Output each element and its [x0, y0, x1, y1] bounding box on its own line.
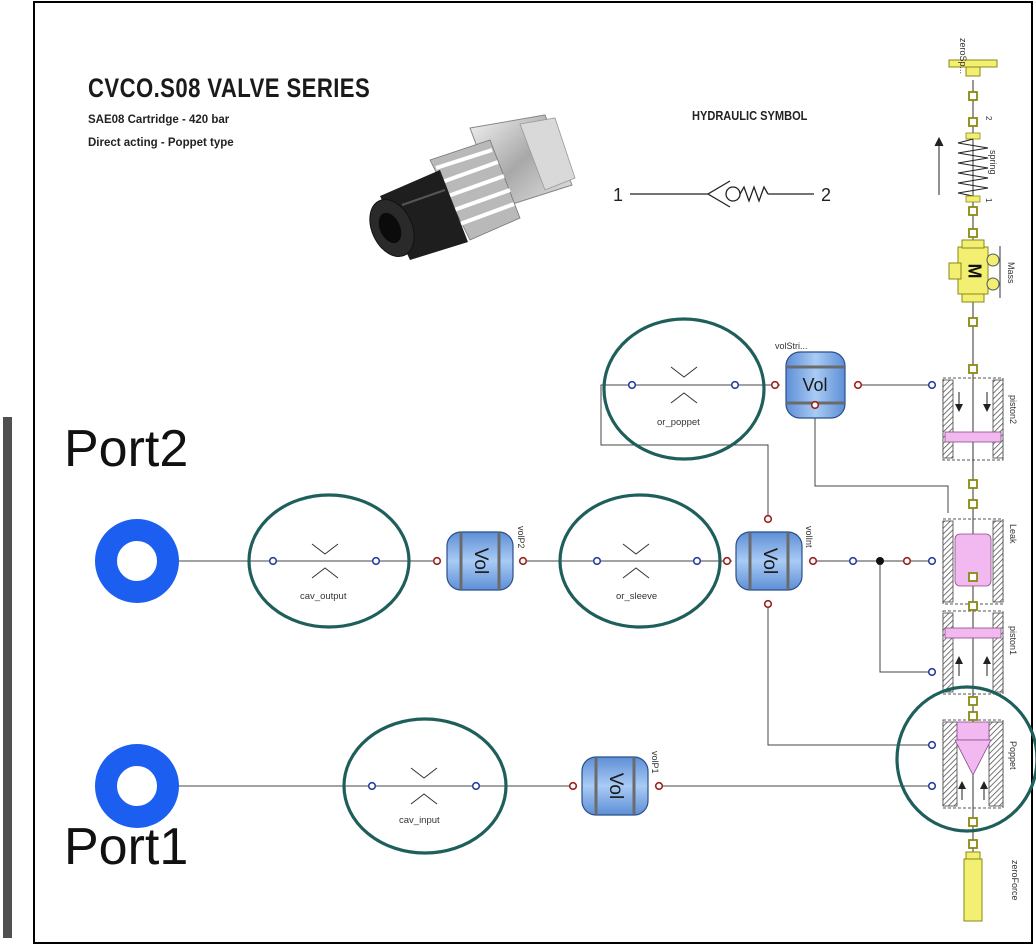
- mass-component[interactable]: M: [948, 239, 1001, 303]
- leak-component[interactable]: [942, 518, 1004, 605]
- port2-label: Port2: [64, 420, 189, 478]
- volume-volInt[interactable]: Vol: [735, 531, 803, 591]
- poppet-component[interactable]: [942, 719, 1004, 809]
- ring-or-sleeve: [558, 493, 722, 629]
- orifice-or-poppet[interactable]: [632, 366, 735, 404]
- label-poppet: Poppet: [1008, 741, 1018, 770]
- zero-speed-source[interactable]: [948, 59, 998, 77]
- label-zero-force: zeroForce: [1010, 860, 1020, 901]
- left-edge-bar: [3, 417, 12, 938]
- volume-label-volP1: volP1: [650, 751, 660, 774]
- ring-or-poppet: [602, 317, 766, 461]
- signal-ports: [268, 380, 937, 791]
- hydraulic-lines: [176, 80, 974, 880]
- hydraulic-symbol-heading: HYDRAULIC SYMBOL: [692, 108, 808, 123]
- volume-volP1[interactable]: Vol: [581, 756, 649, 816]
- junction-node: [876, 557, 884, 565]
- label-zero-speed: zeroSp...: [958, 38, 968, 74]
- spring-port-2: 2: [984, 116, 993, 121]
- volume-label-volP2: volP2: [516, 526, 526, 549]
- piston2-component[interactable]: [942, 377, 1004, 461]
- symbol-port-2: 2: [821, 185, 831, 205]
- port2-symbol[interactable]: [95, 519, 179, 603]
- diagram-title: CVCO.S08 VALVE SERIES: [88, 73, 371, 103]
- volume-volStri[interactable]: Vol: [785, 351, 846, 419]
- volume-label-volInt: volInt: [804, 526, 814, 548]
- label-spring: spring: [988, 150, 998, 175]
- ring-cav-output: [247, 493, 411, 629]
- label-mass: Mass: [1006, 262, 1016, 284]
- volume-volP2[interactable]: Vol: [446, 531, 514, 591]
- label-leak: Leak: [1008, 524, 1018, 544]
- ring-poppet: [895, 685, 1036, 833]
- vol-glyph: Vol: [470, 548, 491, 574]
- symbol-port-1: 1: [613, 185, 623, 205]
- orifice-cav-input[interactable]: [372, 767, 476, 805]
- piston1-component[interactable]: [942, 610, 1004, 695]
- hydraulic-ports: [432, 380, 912, 791]
- mass-glyph: M: [964, 264, 984, 279]
- orifice-label-or-poppet: or_poppet: [657, 417, 700, 428]
- label-piston1: piston1: [1008, 626, 1018, 655]
- spring-port-1: 1: [984, 198, 993, 203]
- port1-symbol[interactable]: [95, 744, 179, 828]
- orifice-label-or-sleeve: or_sleeve: [616, 591, 657, 602]
- port1-label: Port1: [64, 818, 189, 876]
- orifice-or-sleeve[interactable]: [595, 543, 700, 579]
- vol-glyph: Vol: [759, 548, 780, 574]
- volume-label-volStri: volStri...: [775, 341, 808, 351]
- cartridge-valve-image: [369, 114, 576, 260]
- mechanical-ports: [968, 91, 978, 849]
- highlight-rings: [247, 317, 1036, 855]
- zero-force-source[interactable]: [963, 851, 983, 922]
- orifice-cav-output[interactable]: [270, 543, 376, 579]
- orifice-label-cav-output: cav_output: [300, 591, 347, 602]
- subtitle-cartridge: SAE08 Cartridge - 420 bar: [88, 114, 230, 126]
- hydraulic-symbol: [630, 180, 814, 208]
- label-piston2: piston2: [1008, 395, 1018, 424]
- vol-glyph: Vol: [605, 773, 626, 799]
- orifice-label-cav-input: cav_input: [399, 815, 440, 826]
- subtitle-type: Direct acting - Poppet type: [88, 137, 234, 149]
- ring-cav-input: [342, 717, 508, 855]
- vol-glyph: Vol: [802, 375, 827, 395]
- spring-component[interactable]: [934, 132, 989, 203]
